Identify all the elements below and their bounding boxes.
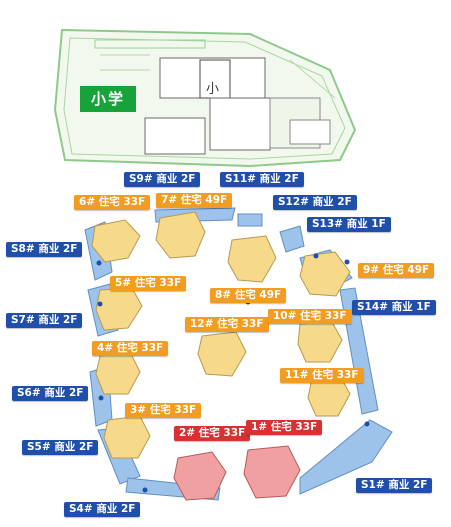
tag-s13: S13# 商业 1F — [307, 217, 391, 232]
strip-s1 — [299, 419, 393, 495]
building-4 — [95, 351, 141, 395]
residential-buildings — [91, 211, 351, 459]
tag-6: 6# 住宅 33F — [74, 195, 151, 210]
tag-1: 1# 住宅 33F — [246, 420, 323, 435]
building-12 — [197, 331, 247, 377]
school-building-char: 小 — [206, 82, 220, 97]
tag-9: 9# 住宅 49F — [358, 263, 435, 278]
tag-s4: S4# 商业 2F — [64, 502, 141, 517]
school-campus — [53, 28, 357, 168]
tag-s8: S8# 商业 2F — [6, 242, 83, 257]
building-2 — [173, 451, 227, 501]
tag-2: 2# 住宅 33F — [174, 426, 251, 441]
tag-5: 5# 住宅 33F — [110, 276, 187, 291]
strip-s12 — [279, 225, 305, 253]
building-6 — [91, 219, 141, 263]
tag-s9: S9# 商业 2F — [124, 172, 201, 187]
tag-12: 12# 住宅 33F — [185, 317, 269, 332]
blue-markers — [96, 253, 370, 493]
building-7 — [155, 211, 206, 259]
tag-s5: S5# 商业 2F — [22, 440, 99, 455]
building-10 — [297, 321, 343, 363]
tag-11: 11# 住宅 33F — [280, 368, 364, 383]
tag-7: 7# 住宅 49F — [156, 193, 233, 208]
school-label: 小学 — [80, 86, 136, 112]
tag-s14: S14# 商业 1F — [352, 300, 436, 315]
highlighted-buildings — [173, 445, 301, 501]
tag-s1: S1# 商业 2F — [356, 478, 433, 493]
tag-8: 8# 住宅 49F — [210, 288, 287, 303]
building-9 — [299, 251, 351, 297]
tag-10: 10# 住宅 33F — [268, 309, 352, 324]
tag-s12: S12# 商业 2F — [273, 195, 357, 210]
tag-s11: S11# 商业 2F — [220, 172, 304, 187]
building-3 — [103, 415, 151, 459]
tag-3: 3# 住宅 33F — [125, 403, 202, 418]
tag-4: 4# 住宅 33F — [92, 341, 169, 356]
tag-s6: S6# 商业 2F — [12, 386, 89, 401]
building-5 — [95, 287, 143, 331]
tag-s7: S7# 商业 2F — [6, 313, 83, 328]
building-8 — [227, 235, 277, 283]
strip-s11 — [237, 213, 263, 227]
building-1 — [243, 445, 301, 499]
